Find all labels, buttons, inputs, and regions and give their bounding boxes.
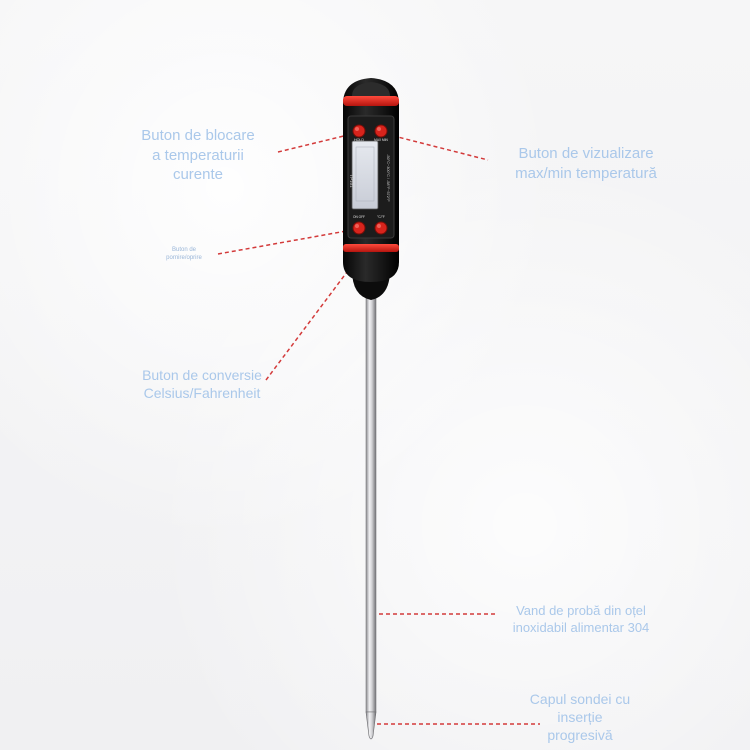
top-cap [352,82,390,96]
caption-line: inserție [557,709,603,726]
leader-line-view [385,133,489,161]
cf-label: °C/°F [377,215,385,219]
top-red-band [343,96,399,106]
caption-line: Buton de blocare [141,127,255,144]
hold-label: HOLD [354,138,364,142]
steel-probe [365,293,377,740]
caption-line: inoxidabil alimentar 304 [512,619,650,635]
caption-line: a temperaturii [152,146,244,164]
conversion-button-caption: Buton de conversie Celsius/Fahrenheit [112,366,292,402]
tip-caption: Capul sondei cu inserție progresivă [510,690,650,745]
probe-caption: Vand de probă din oțel inoxidabil alimen… [486,603,676,637]
celsius-fahrenheit-button[interactable] [374,221,388,235]
leader-line-conversion [265,267,351,381]
max-min-button[interactable] [374,124,388,138]
leader-line-power [217,229,353,255]
lock-button-caption: Buton de blocare a temperaturii curente [118,126,278,185]
leader-line-lock [277,133,353,153]
probe-tip [365,711,377,740]
caption-line: Vand de probă din oțel [516,603,646,618]
maxmin-label: MAX MIN [374,138,388,142]
bottom-red-band [343,244,399,252]
lcd-display [351,140,379,210]
caption-line: Buton de [171,247,197,253]
caption-line: Capul sondei cu [529,691,631,707]
caption-line: progresivă [547,727,613,744]
caption-line: Buton de vizualizare [518,145,654,162]
on-off-button[interactable] [352,221,366,235]
view-button-caption: Buton de vizualizare max/min temperatură [486,144,686,183]
caption-line: Celsius/Fahrenheit [143,385,261,402]
caption-line: pornire/oprire [166,255,202,262]
model-text: TP101 [349,174,354,188]
hold-button[interactable] [352,124,366,138]
caption-line: max/min temperatură [515,164,657,182]
range-text: -50°C~300°C / -58°F~572°F [386,154,390,202]
caption-line: Buton de conversie [142,367,262,383]
power-button-caption: Buton de pornire/oprire [148,246,220,263]
onoff-label: ON OFF [353,215,365,219]
caption-line: curente [172,166,224,183]
